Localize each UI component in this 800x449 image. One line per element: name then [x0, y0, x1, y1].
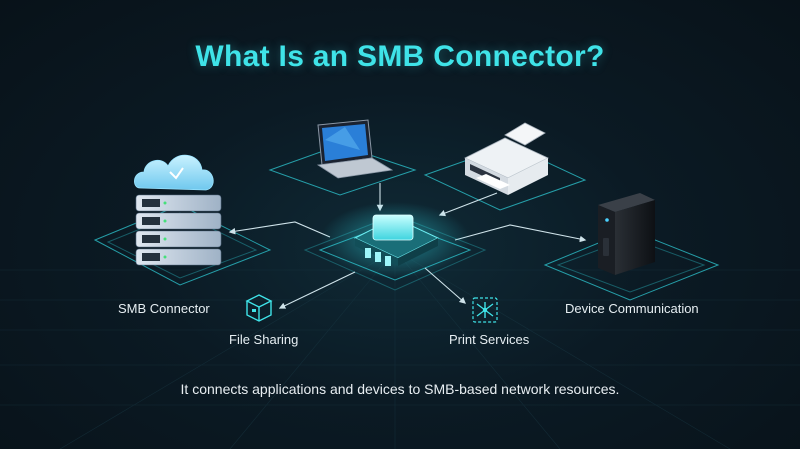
connections: [228, 183, 587, 309]
label-print-services: Print Services: [449, 332, 530, 347]
label-device-communication: Device Communication: [565, 301, 699, 316]
network-share-icon: [472, 297, 498, 323]
nas-device-icon: [598, 193, 655, 275]
laptop-icon: [316, 119, 394, 179]
label-smb-connector: SMB Connector: [118, 301, 210, 316]
file-box-icon: [245, 294, 273, 322]
printer-icon: [464, 122, 549, 195]
page-title: What Is an SMB Connector?: [195, 40, 605, 73]
label-file-sharing: File Sharing: [229, 332, 299, 347]
chip-connector-icon: [320, 202, 470, 278]
cloud-server-icon: [134, 154, 222, 266]
caption: It connects applications and devices to …: [180, 381, 620, 397]
